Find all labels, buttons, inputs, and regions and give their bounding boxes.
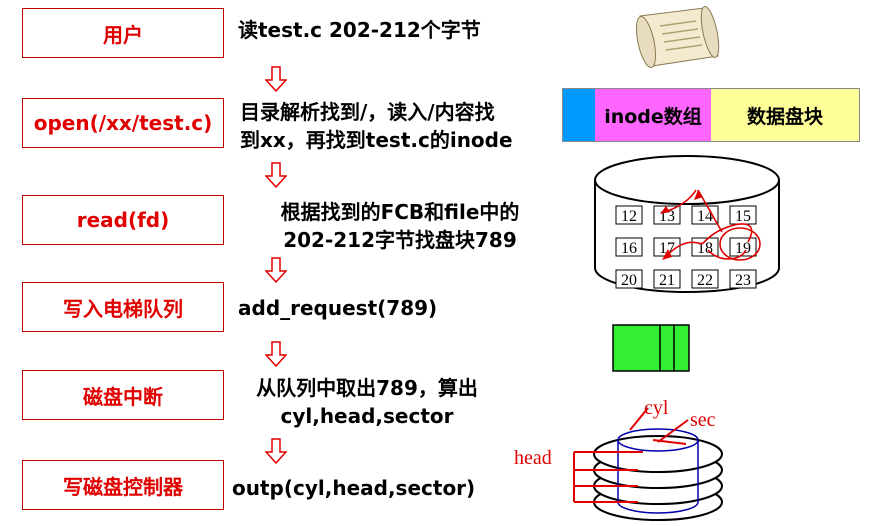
cyl-label: cyl [644,397,669,419]
disk-block [691,269,719,289]
sec-label: sec [690,409,716,431]
disk-layout-bar: inode数组 数据盘块 [562,88,860,142]
disk-block-label: 15 [735,208,751,225]
arrowhead-icon [660,190,703,260]
desc-line: 读test.c 202-212个字节 [238,18,481,42]
disk-block-label: 23 [735,272,751,289]
step-label: 磁盘中断 [83,384,163,409]
down-arrow-icon [265,438,287,464]
step-label: read(fd) [76,208,170,232]
down-arrow-icon [265,257,287,283]
step-label: 写入电梯队列 [63,296,183,321]
step-desc-controller: outp(cyl,head,sector) [232,474,562,502]
step-desc-user: 读test.c 202-212个字节 [238,16,568,44]
data-block-label: 数据盘块 [746,105,823,128]
down-arrow-icon [265,66,287,92]
step-label: 用户 [103,22,143,47]
step-box-interrupt: 磁盘中断 [22,370,224,420]
desc-line: 根据找到的FCB和file中的 [280,200,520,224]
disk-block [615,205,643,225]
disk-block [653,205,681,225]
disk-block-label: 17 [659,240,675,257]
disk-block-label: 20 [621,272,637,289]
disk-block-label: 16 [621,240,637,257]
desc-line: 从队列中取出789，算出 [256,376,478,400]
disk-block [615,237,643,257]
head-label: head [514,447,552,469]
step-box-controller: 写磁盘控制器 [22,460,224,510]
step-box-open: open(/xx/test.c) [22,98,224,148]
desc-line: add_request(789) [238,296,438,320]
disk-block [615,269,643,289]
step-box-user: 用户 [22,8,224,58]
disk-block-label: 19 [735,240,751,257]
down-arrow-icon [265,162,287,188]
data-block-segment: 数据盘块 [711,89,859,141]
desc-line: cyl,head,sector [280,404,454,428]
desc-line: 目录解析找到/，读入/内容找 [240,100,495,124]
inode-array-segment: inode数组 [595,89,711,141]
disk-block-label: 14 [697,208,713,225]
disk-block-label: 22 [697,272,713,289]
step-desc-interrupt: 从队列中取出789，算出 cyl,head,sector [232,374,502,430]
disk-block [653,269,681,289]
down-arrow-icon [265,341,287,367]
step-desc-open: 目录解析找到/，读入/内容找 到xx，再找到test.c的inode [240,98,570,154]
desc-line: outp(cyl,head,sector) [232,476,476,500]
desc-line: 202-212字节找盘块789 [283,228,517,252]
disk-platters: cyl sec head [514,397,723,521]
step-desc-elevator: add_request(789) [238,294,568,322]
disk-block [691,205,719,225]
step-label: open(/xx/test.c) [33,111,213,135]
step-label: 写磁盘控制器 [63,474,183,499]
disk-block [729,237,757,257]
request-queue [612,324,690,372]
scroll-icon [635,6,720,68]
head-arms [573,407,689,503]
disk-block [729,269,757,289]
boot-block-segment [563,89,595,141]
inode-array-label: inode数组 [604,105,702,128]
step-box-read: read(fd) [22,195,224,245]
step-desc-read: 根据找到的FCB和file中的 202-212字节找盘块789 [250,198,550,254]
desc-line: 到xx，再找到test.c的inode [240,128,513,152]
disk-block-label: 21 [659,272,675,289]
disk-block-label: 12 [621,208,637,225]
step-box-elevator: 写入电梯队列 [22,282,224,332]
